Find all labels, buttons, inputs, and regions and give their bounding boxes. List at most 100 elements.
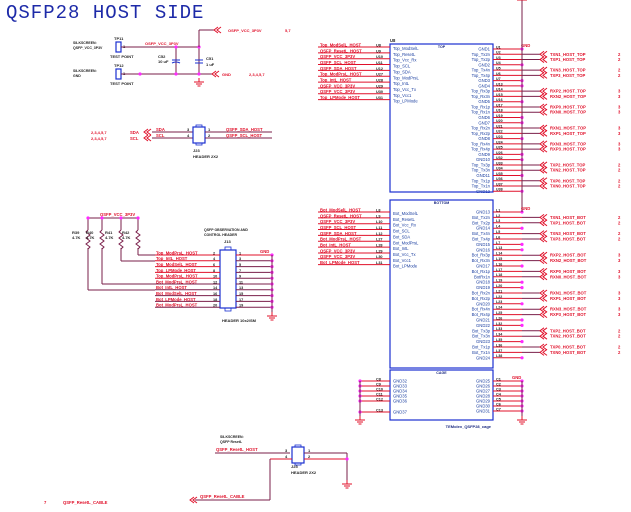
pin-number: 7 xyxy=(239,269,241,273)
pin-number: U10 xyxy=(376,55,383,59)
value-c51: 1 uF xyxy=(206,62,215,67)
pin-number: L34 xyxy=(496,333,502,337)
page-ref: 3 xyxy=(618,94,621,99)
offpage-connector-icon xyxy=(539,295,548,302)
pin-signal: Top_Rx2p xyxy=(471,131,491,136)
pin-number: L18 xyxy=(496,273,502,277)
pin-number: 10 xyxy=(213,275,217,279)
page-ref: 2 xyxy=(618,328,621,333)
pin-number: L31 xyxy=(376,261,383,265)
resistor-icon xyxy=(99,229,105,250)
resistor-value: 4.7K xyxy=(72,235,81,240)
pin-number: U31 xyxy=(376,96,383,100)
pin-number: L16 xyxy=(496,262,502,266)
net-label: Bot_LPMode_HOST xyxy=(156,297,196,302)
net-label: TXN1_HOST_BOT xyxy=(550,215,586,220)
page-ref: 3 xyxy=(618,104,621,109)
resistor-icon xyxy=(85,229,91,250)
section-label: CAGE xyxy=(436,371,447,375)
header-key xyxy=(224,307,232,312)
pin-signal: Bot_ModSelL xyxy=(393,211,419,216)
net-label: SDA xyxy=(130,130,139,135)
offpage-connector-icon xyxy=(539,219,548,227)
pin-number: U25 xyxy=(496,146,503,150)
silkscreen-note: SILKSCREEN: xyxy=(220,435,244,439)
junction-dot xyxy=(520,242,524,246)
pin-signal: Bot_SDA xyxy=(393,234,410,239)
net-label: TXP0_HOST_BOT xyxy=(550,345,586,350)
pin-number: U28 xyxy=(376,79,383,83)
pin-signal: Bot_Tx4p xyxy=(472,237,491,242)
pin-number: U3 xyxy=(496,56,501,60)
net-label: QSFP_VCC_3P3V xyxy=(320,54,355,59)
pin-signal: GND3 xyxy=(478,78,490,83)
page-ref: 2 xyxy=(618,220,621,225)
part-type: HEADER 10x2/SM xyxy=(222,318,257,323)
pin-signal: GND2 xyxy=(478,62,490,67)
pin-signal: GND24 xyxy=(476,355,491,360)
pin-number: L22 xyxy=(496,295,502,299)
header-key xyxy=(294,444,302,448)
page-ref: 3 xyxy=(618,274,621,279)
net-label: OSFP_VCC_3P3V xyxy=(228,28,262,33)
page-ref: 2 xyxy=(618,350,621,355)
junction-dot xyxy=(520,264,524,268)
offpage-connector-icon xyxy=(539,230,548,237)
pin-number: L20 xyxy=(496,284,502,288)
ref-u8: U8 xyxy=(390,38,396,43)
net-label: TXN3_HOST_BOT xyxy=(550,231,586,236)
net-label: QSFP_VCC_3P3V xyxy=(320,254,355,259)
junction-dot xyxy=(520,356,524,360)
pin-number: 3 xyxy=(285,448,288,453)
offpage-reset-icon xyxy=(189,496,198,504)
pin-number: C9 xyxy=(376,382,381,386)
pin-number: U11 xyxy=(376,61,383,65)
net-label: QSFP_SCL_HOST xyxy=(226,133,263,138)
net-label: QSFP_VCC_3P3V xyxy=(320,248,355,253)
pin-number: C5 xyxy=(496,397,501,401)
silkscreen-note: QSFP_VCC_3P3V xyxy=(73,46,103,50)
test-point-label: TEST POINT xyxy=(110,54,134,59)
pin-number: U1 xyxy=(496,45,501,49)
offpage-gnd-icon xyxy=(211,70,220,78)
pin-signal: Bot_Tx4n xyxy=(472,231,491,236)
pin-number: L17 xyxy=(496,268,502,272)
u8-cage-section xyxy=(389,369,494,421)
net-label: QSFP_SCL_HOST xyxy=(320,225,357,230)
offpage-connector-icon xyxy=(539,161,548,169)
page-title: QSFP28 HOST SIDE xyxy=(6,2,205,24)
pin-number: U26 xyxy=(496,151,503,155)
pin-number: L19 xyxy=(496,279,502,283)
junction-dot xyxy=(520,318,524,322)
pin-signal: GND21 xyxy=(476,318,491,323)
pin-signal: GND33 xyxy=(393,384,408,389)
pin-number: 3 xyxy=(187,127,190,132)
pin-number: L28 xyxy=(376,244,383,248)
part-type: HEADER 2X2 xyxy=(193,154,219,159)
pin-number: U33 xyxy=(496,161,503,165)
net-label: QSFP_VCC_3P3V xyxy=(320,83,355,88)
offpage-connector-icon xyxy=(539,145,548,153)
silkscreen-note: SILKSCREEN: xyxy=(73,41,97,45)
net-label: Top_ModPrsL_HOST xyxy=(156,274,198,279)
offpage-connector-icon xyxy=(539,305,548,313)
net-label: OSFP_VCC_3P3V xyxy=(145,41,179,46)
pin-number: L1 xyxy=(496,208,500,212)
net-label: GND xyxy=(260,249,269,254)
net-label: QSFP_SDA_HOST xyxy=(226,127,263,132)
junction-dot xyxy=(174,45,178,49)
junction-dot xyxy=(520,280,524,284)
test-point-label: TEST POINT xyxy=(110,81,134,86)
page-ref: 2 xyxy=(618,52,621,57)
ref-j13: J13 xyxy=(224,239,231,244)
net-label: RXN3_HOST_BOT xyxy=(550,307,587,312)
pin-number: U6 xyxy=(496,72,501,76)
net-label: RXP2_HOST_BOT xyxy=(550,253,587,258)
offpage-connector-icon xyxy=(539,251,548,259)
pin-number: C13 xyxy=(376,408,383,412)
resistor-value: 4.7K xyxy=(105,235,114,240)
pin-signal: GND15 xyxy=(476,242,491,247)
pin-signal: Top_ResetL xyxy=(393,52,416,57)
ref-r42: R42 xyxy=(122,230,130,235)
pin-number: U22 xyxy=(496,130,503,134)
